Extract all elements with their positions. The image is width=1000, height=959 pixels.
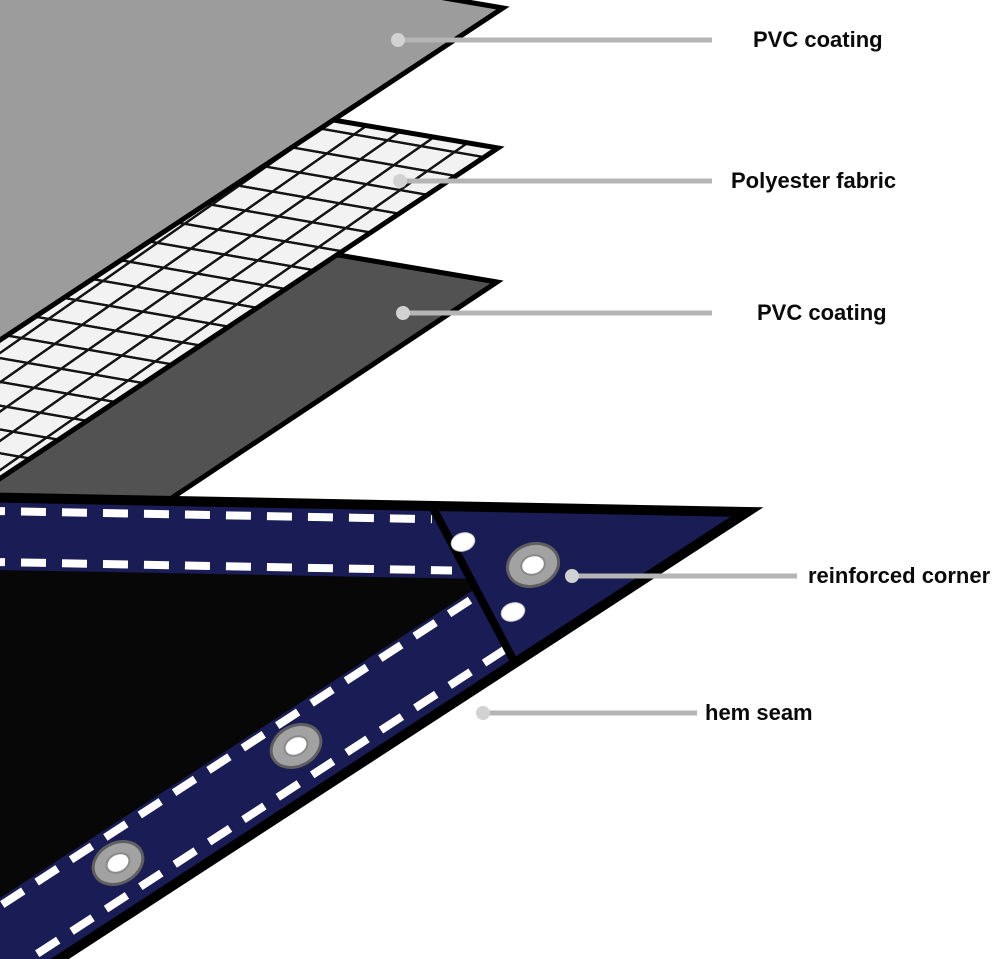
reinforced-corner-patch <box>432 506 747 663</box>
leader-dot <box>391 33 405 47</box>
corner-seam-line <box>428 504 519 665</box>
stitch-line-bottom-outer <box>0 646 508 959</box>
tarp-sheet <box>0 492 764 959</box>
leader-dot <box>393 174 407 188</box>
stitch-line-top-outer <box>0 506 433 524</box>
grommet-icon <box>269 723 323 769</box>
eyelet-icon <box>450 532 476 552</box>
stitch-line-bottom-inner <box>0 596 473 923</box>
grommet-icon <box>505 541 561 589</box>
leader-dot <box>565 569 579 583</box>
grommet-icon <box>91 840 145 886</box>
label-pvc-coating-top: PVC coating <box>753 27 883 52</box>
label-hem-seam: hem seam <box>705 700 813 725</box>
leader-lines <box>391 33 797 720</box>
label-polyester-fabric: Polyester fabric <box>731 168 897 193</box>
pvc-coating-top-sheet <box>0 0 510 343</box>
stitch-line-top-inner <box>0 557 453 575</box>
leader-dot <box>476 706 490 720</box>
tarp-hem-band-bottom <box>0 533 560 959</box>
eyelet-icon <box>500 602 526 622</box>
leader-dot <box>396 306 410 320</box>
label-reinforced-corner: reinforced corner <box>808 563 991 588</box>
label-pvc-coating-mid: PVC coating <box>757 300 887 325</box>
